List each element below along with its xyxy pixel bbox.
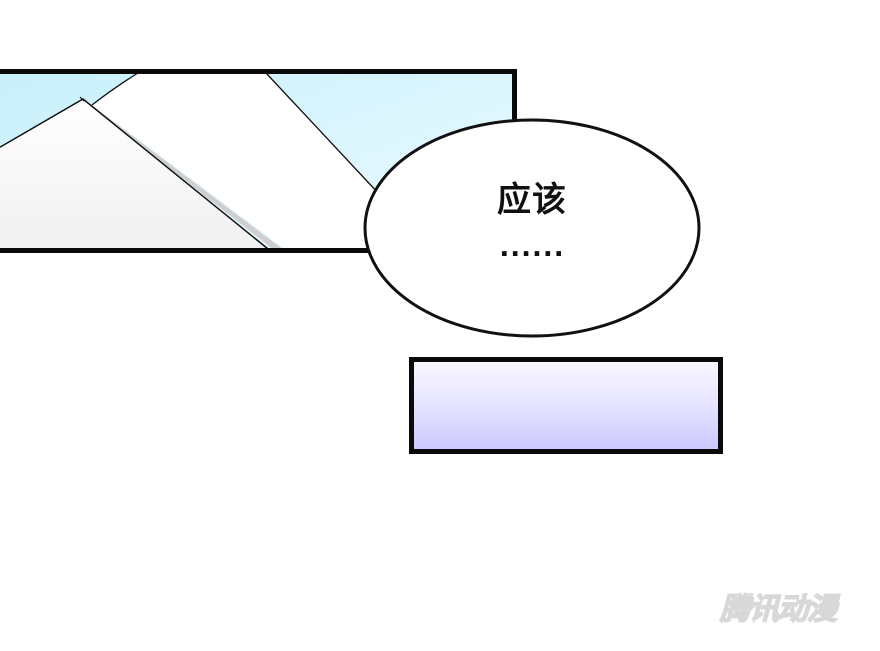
- watermark-logo: 腾讯动漫: [719, 591, 838, 628]
- lavender-panel: [409, 357, 723, 454]
- speech-bubble: [363, 118, 701, 338]
- speech-bubble-ellipsis: ......: [499, 233, 565, 263]
- speech-bubble-text: 应该: [497, 180, 567, 220]
